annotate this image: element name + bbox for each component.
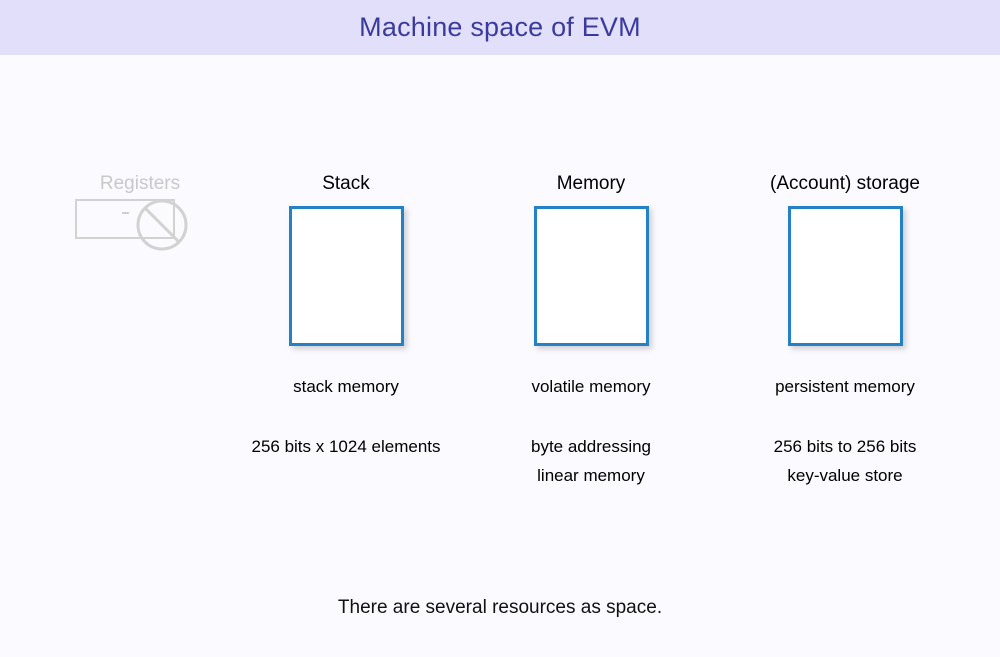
resource-column-stack: Stack stack memory 256 bits x 1024 eleme…	[230, 173, 462, 461]
memory-caption-line1: byte addressing	[530, 437, 652, 456]
no-entry-icon	[136, 199, 188, 251]
slide-body: Registers Stack stack memory 256 bits x …	[0, 55, 1000, 657]
slide-footer-note: There are several resources as space.	[337, 597, 663, 618]
resource-column-memory: Memory volatile memory byte addressing l…	[492, 173, 690, 490]
spacer	[735, 346, 955, 376]
stack-box	[288, 206, 404, 346]
register-dash-mark	[122, 212, 129, 214]
resource-column-storage: (Account) storage persistent memory 256 …	[735, 173, 955, 490]
memory-caption-line2: linear memory	[537, 466, 645, 485]
spacer	[492, 346, 690, 376]
storage-box	[787, 206, 903, 346]
page-title: Machine space of EVM	[359, 12, 641, 42]
column-heading-storage: (Account) storage	[770, 173, 920, 194]
spacer	[735, 398, 955, 432]
column-heading-stack: Stack	[322, 173, 370, 194]
stack-caption-primary: stack memory	[293, 377, 399, 396]
stack-caption-line1: 256 bits x 1024 elements	[251, 437, 441, 456]
spacer	[230, 398, 462, 432]
memory-caption-primary: volatile memory	[531, 377, 651, 396]
storage-caption-line2: key-value store	[787, 466, 903, 485]
resource-column-registers: Registers	[75, 173, 205, 255]
storage-caption-primary: persistent memory	[775, 377, 915, 396]
register-rectangle	[75, 199, 175, 239]
spacer	[492, 195, 690, 206]
registers-graphic	[75, 195, 205, 255]
spacer	[735, 195, 955, 206]
storage-caption-line1: 256 bits to 256 bits	[773, 437, 917, 456]
slide-title-banner: Machine space of EVM	[0, 0, 1000, 55]
spacer	[230, 195, 462, 206]
memory-box	[533, 206, 649, 346]
spacer	[492, 398, 690, 432]
column-heading-memory: Memory	[556, 173, 626, 194]
spacer	[230, 346, 462, 376]
column-heading-registers: Registers	[99, 173, 181, 194]
